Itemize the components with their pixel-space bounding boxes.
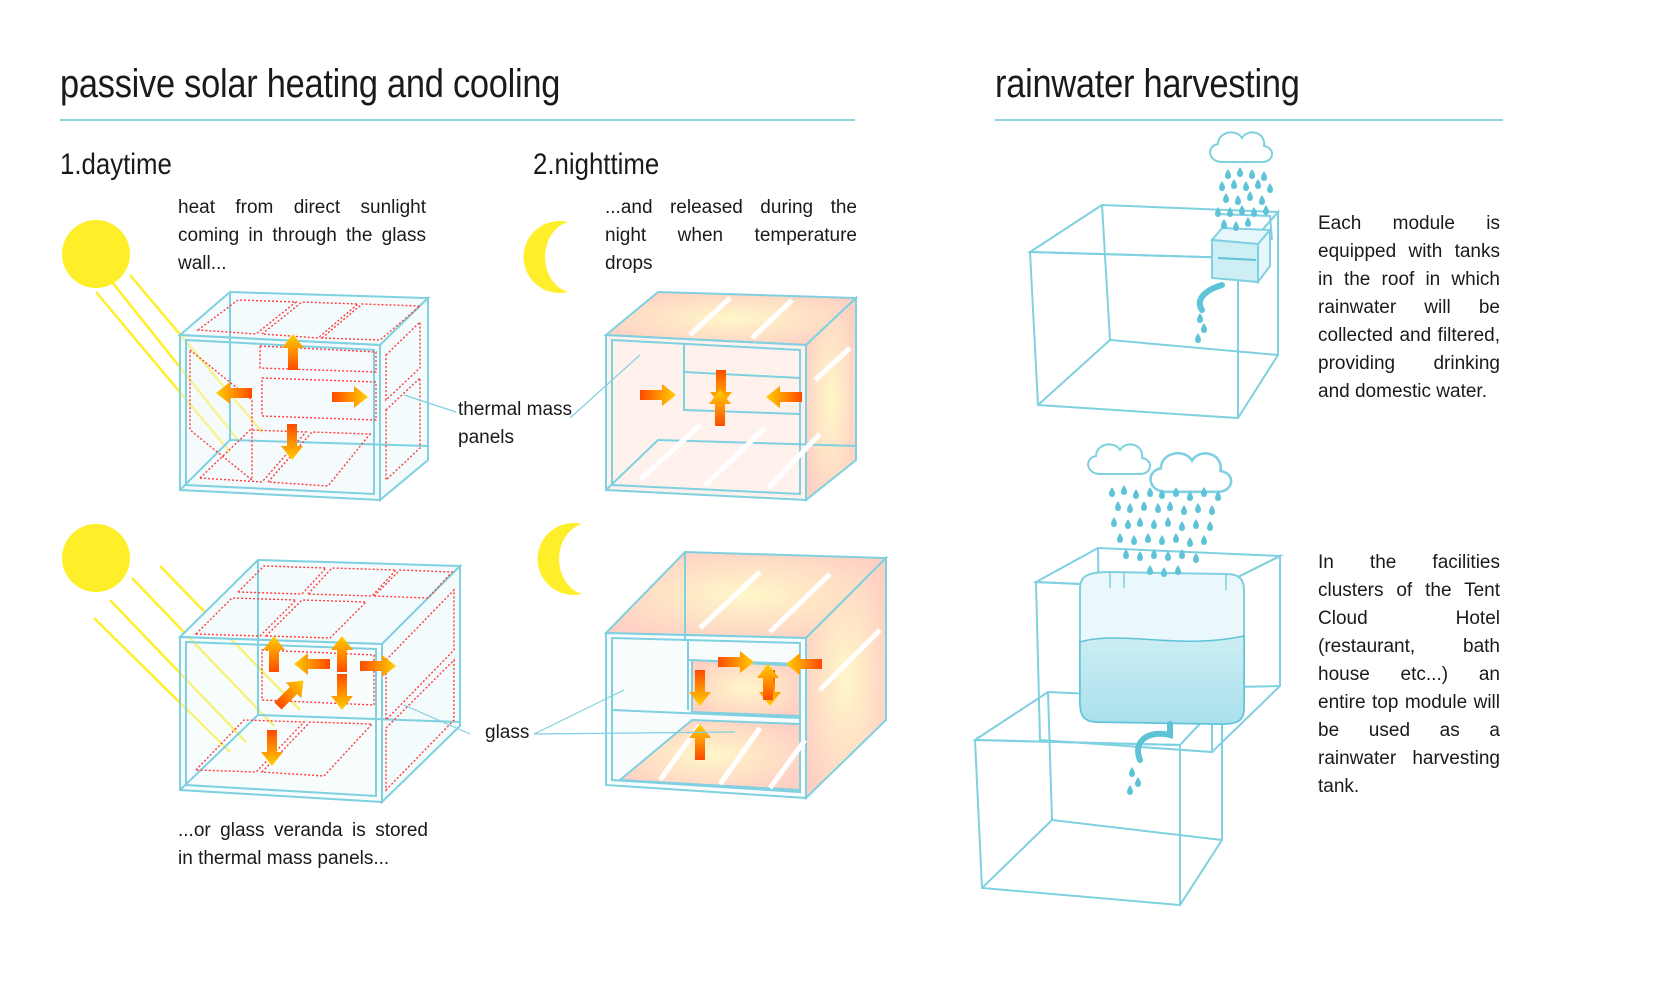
pipe [1196,282,1225,313]
caption-day-top: heat from direct sunlight coming in thro… [178,197,426,274]
cube-night-top [603,290,859,503]
sun-icon [62,220,130,288]
section-title-rain: rainwater harvesting [995,62,1300,106]
label-thermal-mass-panels: thermal mass panels [458,399,573,448]
section-title-solar: passive solar heating and cooling [60,62,561,106]
cloud-icon [1209,131,1274,163]
caption-day-bottom: ...or glass veranda is stored in thermal… [178,820,428,869]
water-tank [1079,570,1245,726]
cloud-icon [1087,443,1152,475]
caption-rain-top: Each module is equipped with tanks in th… [1318,213,1500,402]
section-rule-rain [995,119,1503,121]
cube-rain-top [1026,203,1281,420]
pipe [1135,721,1173,763]
cloud-icon [1149,451,1233,494]
label-glass: glass [485,722,530,743]
subtitle-daytime: 1.daytime [60,148,172,181]
caption-night-top: ...and released during the night when te… [605,197,857,274]
sun-icon [62,524,130,592]
caption-rain-bottom: In the facilities clusters of the Tent C… [1318,552,1500,797]
section-rule-solar [60,119,855,121]
cube-day-top [177,290,431,503]
cube-day-bottom [177,558,463,805]
moon-icon [537,523,582,595]
moon-icon [523,221,568,293]
cube-night-bottom [603,550,889,801]
subtitle-nighttime: 2.nighttime [533,148,660,181]
leader-lines [403,354,736,735]
